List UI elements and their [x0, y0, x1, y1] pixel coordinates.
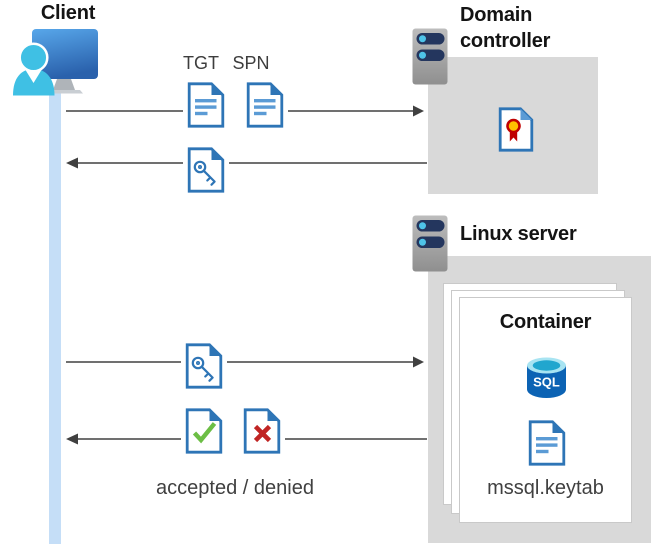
accepted-denied-label: accepted / denied: [156, 477, 314, 499]
keytab-document-icon: [528, 420, 566, 466]
client-icon: [13, 29, 98, 96]
arrow-client-to-dc: [66, 105, 424, 117]
linux-server-title: Linux server: [460, 223, 577, 245]
domain-controller-title-line2: controller: [460, 30, 551, 52]
client-lifeline: [49, 88, 61, 544]
domain-controller-server-icon: [412, 28, 448, 85]
key-document-icon: [185, 343, 223, 389]
spn-label: SPN: [232, 53, 270, 73]
sql-badge-label: SQL: [533, 375, 560, 390]
check-document-icon: [185, 408, 223, 454]
container-page-front: [459, 297, 632, 523]
domain-controller-title-line1: Domain: [460, 4, 533, 26]
monitor-icon: [32, 29, 98, 94]
arrow-client-to-container: [66, 356, 424, 368]
keytab-filename-label: mssql.keytab: [487, 477, 604, 499]
person-icon: [13, 42, 55, 96]
tgt-label: TGT: [183, 53, 219, 73]
linux-server-icon: [412, 215, 448, 272]
domain-controller-title: Domain controller: [460, 2, 550, 54]
certificate-document-icon: [498, 107, 534, 152]
sql-database-icon: SQL: [527, 357, 566, 398]
arrow-dc-to-client: [66, 157, 427, 169]
container-title: Container: [499, 311, 592, 333]
x-document-icon: [243, 408, 281, 454]
client-title: Client: [40, 2, 96, 24]
key-document-icon: [187, 147, 225, 193]
spn-document-icon: [246, 82, 284, 128]
tgt-document-icon: [187, 82, 225, 128]
